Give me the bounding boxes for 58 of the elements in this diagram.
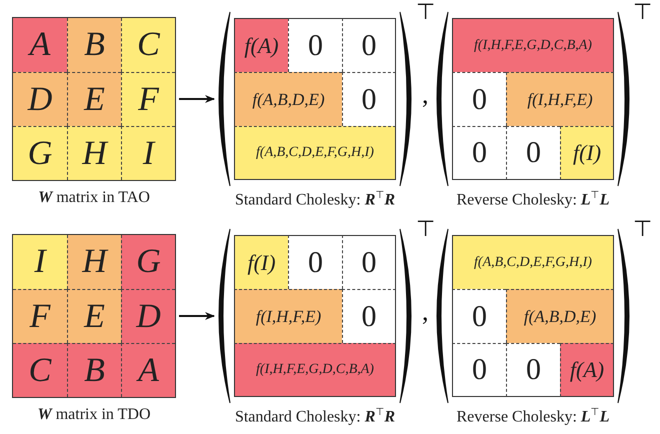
matrix-cell: 0	[452, 72, 506, 126]
transpose-symbol: ⊤	[633, 2, 652, 24]
matrix-cell: f(I,H,F,E)	[234, 289, 342, 343]
matrix-cell: E	[67, 289, 121, 343]
matrix-caption: Standard Cholesky: R$^{⊤}$R	[234, 406, 396, 426]
matrix-cell: 0	[288, 235, 342, 289]
matrix-cell: 0	[452, 343, 506, 397]
matrix-cell: f(I)	[234, 235, 288, 289]
matrix-cell: f(I,H,F,E)	[506, 72, 614, 126]
matrix-cell: B	[67, 18, 121, 72]
matrix-cell: A	[121, 343, 175, 397]
transpose-symbol: ⊤	[633, 219, 652, 241]
matrix-cell: f(A)	[234, 18, 288, 72]
matrix-cell: f(A,B,D,E)	[234, 72, 342, 126]
matrix-caption: W matrix in TDO	[37, 406, 151, 424]
matrix-cell: C	[121, 18, 175, 72]
arrow	[179, 95, 215, 103]
matrix-cell: f(A)	[560, 343, 614, 397]
matrix-cell: f(I,H,F,E,G,D,C,B,A)	[234, 343, 396, 397]
matrix-cell: H	[67, 126, 121, 180]
matrix-cell: F	[13, 289, 67, 343]
matrix-cell: 0	[342, 235, 396, 289]
matrix-cell: f(A,B,C,D,E,F,G,H,I)	[234, 126, 396, 180]
matrix-cell: f(A,B,D,E)	[506, 289, 614, 343]
matrix-cell: D	[121, 289, 175, 343]
matrix-cell: 0	[506, 126, 560, 180]
matrix-cell: 0	[342, 289, 396, 343]
matrix-cell: D	[13, 72, 67, 126]
matrix-caption: W matrix in TAO	[38, 189, 150, 207]
comma: ,	[422, 82, 428, 108]
matrix-caption: Reverse Cholesky: L$^{⊤}$L	[456, 189, 610, 210]
matrix-cell: f(I)	[560, 126, 614, 180]
matrix-caption: Standard Cholesky: R$^{⊤}$R	[234, 189, 396, 210]
matrix-cell: 0	[452, 289, 506, 343]
matrix-cell: 0	[342, 18, 396, 72]
arrow	[179, 312, 215, 320]
matrix-cell: A	[13, 18, 67, 72]
matrix-cell: f(A,B,C,D,E,F,G,H,I)	[452, 235, 614, 289]
matrix-cell: B	[67, 343, 121, 397]
transpose-symbol: ⊤	[416, 2, 436, 24]
matrix-cell: 0	[506, 343, 560, 397]
matrix-grid	[12, 234, 176, 398]
matrix-caption: Reverse Cholesky: L$^{⊤}$L	[456, 406, 610, 426]
matrix-cell: E	[67, 72, 121, 126]
matrix-cell: f(I,H,F,E,G,D,C,B,A)	[452, 18, 614, 72]
matrix-cell: G	[121, 235, 175, 289]
matrix-cell: I	[121, 126, 175, 180]
matrix-cell: G	[13, 126, 67, 180]
matrix-cell: C	[13, 343, 67, 397]
matrix-cell: H	[67, 235, 121, 289]
matrix-cell: 0	[342, 72, 396, 126]
matrix-grid	[12, 17, 176, 181]
matrix-cell: 0	[452, 126, 506, 180]
matrix-cell: 0	[288, 18, 342, 72]
transpose-symbol: ⊤	[416, 219, 436, 241]
matrix-cell: I	[13, 235, 67, 289]
matrix-cell: F	[121, 72, 175, 126]
comma: ,	[422, 299, 428, 325]
